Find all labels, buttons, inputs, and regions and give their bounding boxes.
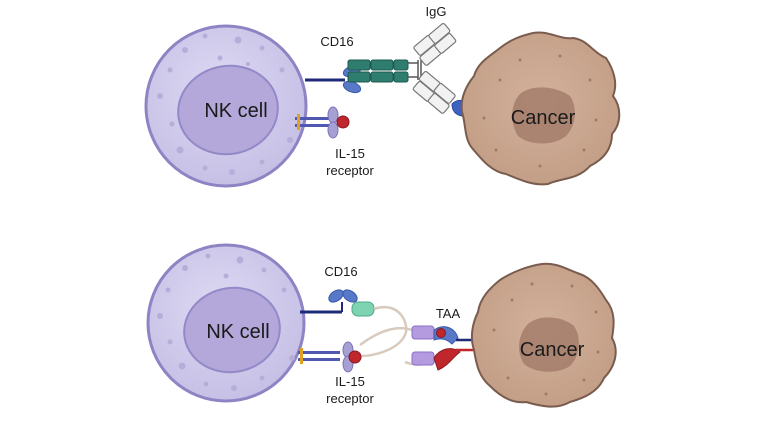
igg-fab-arms-top: IgG	[408, 4, 457, 114]
cd16-label-bottom: CD16	[324, 264, 357, 279]
il15-label-top-line2: receptor	[326, 163, 374, 178]
igg-fc-top	[347, 59, 409, 83]
nk-cell-top: NK cell	[144, 24, 308, 188]
nk-granules-top	[157, 33, 293, 175]
il15-label-bottom-line2: receptor	[326, 391, 374, 406]
cancer-label-top: Cancer	[511, 107, 576, 129]
cd16-receptor-bottom: CD16	[300, 264, 375, 317]
cancer-label-bottom: Cancer	[520, 339, 585, 361]
il15-label-bottom-line1: IL-15	[335, 374, 365, 389]
cancer-cell-top: Cancer	[460, 31, 621, 186]
nk-granules-bottom	[157, 253, 295, 391]
il15-label-top-line1: IL-15	[335, 146, 365, 161]
il15-receptor-bottom: IL-15 receptor	[298, 341, 375, 406]
cd16-label-top: CD16	[320, 34, 353, 49]
igg-label-top: IgG	[426, 4, 447, 19]
nk-cell-label-bottom: NK cell	[206, 321, 269, 343]
nk-cell-bottom: NK cell	[146, 243, 306, 403]
bottom-panel: NK cell CD16 IL-15 receptor	[146, 243, 617, 408]
il15-receptor-top: IL-15 receptor	[295, 106, 375, 178]
top-panel: NK cell CD16	[144, 4, 621, 188]
cancer-cell-bottom: Cancer	[470, 262, 617, 408]
engager-bottom: TAA	[411, 306, 461, 371]
nk-cell-label-top: NK cell	[204, 100, 267, 122]
taa-label-bottom: TAA	[436, 306, 461, 321]
